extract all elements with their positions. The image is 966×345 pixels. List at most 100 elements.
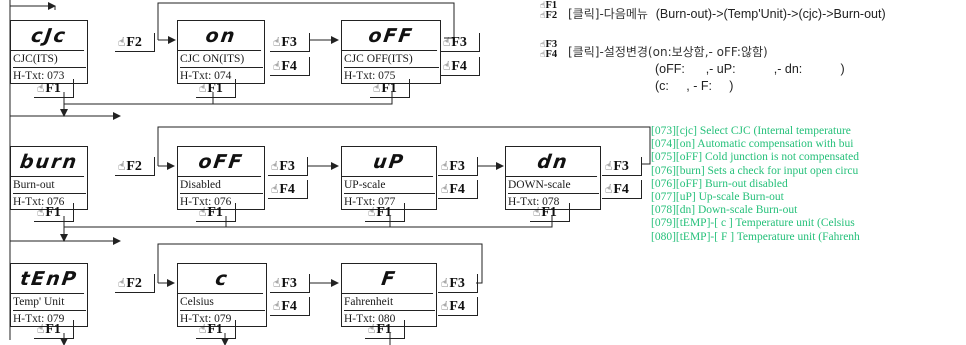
hand-pointer-icon: ☝ xyxy=(37,205,45,219)
segment-display: oFF xyxy=(176,148,266,177)
menu-box-disabled: oFF Disabled H-Txt: 076 xyxy=(176,146,266,210)
hand-pointer-icon: ☝ xyxy=(199,205,207,219)
box-name: UP-scale xyxy=(344,178,435,194)
hand-pointer-icon: ☝ xyxy=(118,159,126,173)
menu-box-down-scale: dn DOWN-scale H-Txt: 078 xyxy=(504,146,602,210)
hand-pointer-icon: ☝ xyxy=(605,159,613,173)
hand-pointer-icon: ☝ xyxy=(443,35,451,49)
f1-key[interactable]: ☝F1 xyxy=(196,320,236,339)
description-line: [076][oFF] Burn-out disabled xyxy=(651,177,788,190)
f1-key[interactable]: ☝F1 xyxy=(530,203,570,222)
hand-pointer-icon: ☝ xyxy=(199,322,207,336)
hand-pointer-icon: ☝ xyxy=(273,276,281,290)
hand-pointer-icon: ☝ xyxy=(533,205,541,219)
description-line: [075][oFF] Cold junction is not compensa… xyxy=(651,151,859,164)
segment-display: tEnP xyxy=(9,265,89,294)
menu-box-temp-unit: tEnP Temp' Unit H-Txt: 079 xyxy=(9,263,89,327)
f1-key[interactable]: ☝F1 xyxy=(370,79,410,98)
hand-pointer-icon: ☝ xyxy=(540,1,546,11)
f3-key[interactable]: ☝F3 xyxy=(268,157,308,176)
menu-box-fahrenheit: F Fahrenheit H-Txt: 080 xyxy=(340,263,438,327)
hand-pointer-icon: ☝ xyxy=(118,276,126,290)
legend-line-change-setting: [클릭]-설정변경(on:보상함,- oFF:않함) xyxy=(568,45,768,59)
f4-key[interactable]: ☝F4 xyxy=(602,180,642,199)
description-line: [078][dn] Down-scale Burn-out xyxy=(651,204,798,217)
description-line: [074][on] Automatic compensation with bu… xyxy=(651,138,854,151)
legend-line-burnout-values: (oFF: ,- uP: ,- dn: ) xyxy=(655,62,845,76)
box-name: CJC(ITS) xyxy=(13,52,86,68)
hand-pointer-icon: ☝ xyxy=(199,81,207,95)
hand-pointer-icon: ☝ xyxy=(273,35,281,49)
f1-key[interactable]: ☝F1 xyxy=(34,320,74,339)
description-line: [073][cjc] Select CJC (Internal temperat… xyxy=(651,125,851,137)
box-name: Celsius xyxy=(180,295,265,311)
f4-key[interactable]: ☝F4 xyxy=(270,57,310,76)
menu-box-up-scale: uP UP-scale H-Txt: 077 xyxy=(340,146,438,210)
f3-key[interactable]: ☝F3 xyxy=(438,274,478,293)
f3-key[interactable]: ☝F3 xyxy=(602,157,642,176)
segment-display: burn xyxy=(9,148,89,177)
f3-key[interactable]: ☝F3 xyxy=(270,33,310,52)
menu-box-burn-out: burn Burn-out H-Txt: 076 xyxy=(9,146,89,210)
box-help-text: H-Txt: 076 xyxy=(180,196,232,208)
box-name: Burn-out xyxy=(13,178,86,194)
box-help-text: H-Txt: 078 xyxy=(508,196,560,208)
description-line: [077][uP] Up-scale Burn-out xyxy=(651,191,784,204)
description-line: [080][tEMP]-[ F ] Temperature unit (Fahr… xyxy=(651,230,860,243)
f2-key[interactable]: ☝F2 xyxy=(115,33,155,52)
segment-display: F xyxy=(340,265,438,294)
hand-pointer-icon: ☝ xyxy=(443,59,451,73)
f1-key[interactable]: ☝F1 xyxy=(34,79,74,98)
hand-pointer-icon: ☝ xyxy=(373,81,381,95)
box-help-text: H-Txt: 076 xyxy=(13,196,65,208)
legend-line-unit-values: (c: , - F: ) xyxy=(655,79,734,93)
hand-pointer-icon: ☝ xyxy=(37,81,45,95)
hand-pointer-icon: ☝ xyxy=(37,322,45,336)
hand-pointer-icon: ☝ xyxy=(540,40,546,50)
menu-box-cjc: cJc CJC(ITS) H-Txt: 073 xyxy=(9,20,89,84)
f2-key[interactable]: ☝F2 xyxy=(115,157,155,176)
box-name: Disabled xyxy=(180,178,263,194)
f3-key[interactable]: ☝F3 xyxy=(438,157,478,176)
f1-key[interactable]: ☝F1 xyxy=(196,203,236,222)
hand-pointer-icon: ☝ xyxy=(118,35,126,49)
f3-key[interactable]: ☝F3 xyxy=(270,274,310,293)
hand-pointer-icon: ☝ xyxy=(273,299,281,313)
segment-display: on xyxy=(176,22,266,51)
segment-display: cJc xyxy=(9,22,89,51)
f1-key[interactable]: ☝F1 xyxy=(34,203,74,222)
f1-key[interactable]: ☝F1 xyxy=(365,203,405,222)
menu-box-cjc-off: oFF CJC OFF(ITS) H-Txt: 075 xyxy=(340,20,442,84)
box-help-text: H-Txt: 080 xyxy=(344,313,396,325)
box-help-text: H-Txt: 079 xyxy=(13,313,65,325)
f4-key[interactable]: ☝F4 xyxy=(438,180,478,199)
f2-key[interactable]: ☝F2 xyxy=(115,274,155,293)
segment-display: dn xyxy=(504,148,602,177)
segment-display: uP xyxy=(340,148,438,177)
description-line: [076][burn] Sets a check for input open … xyxy=(651,164,859,177)
f4-key[interactable]: ☝F4 xyxy=(438,297,478,316)
box-name: CJC OFF(ITS) xyxy=(344,52,439,68)
f1-key[interactable]: ☝F1 xyxy=(196,79,236,98)
hand-pointer-icon: ☝ xyxy=(605,182,613,196)
hand-pointer-icon: ☝ xyxy=(273,59,281,73)
hand-pointer-icon: ☝ xyxy=(540,11,546,21)
description-line: [079][tEMP]-[ c ] Temperature unit (Cels… xyxy=(651,217,855,230)
segment-display: oFF xyxy=(340,22,442,51)
hand-pointer-icon: ☝ xyxy=(441,159,449,173)
f1-key[interactable]: ☝F1 xyxy=(365,320,405,339)
f4-key[interactable]: ☝F4 xyxy=(270,297,310,316)
legend-key-f1-f2: ☝F1 ☝F2 xyxy=(540,0,558,21)
hand-pointer-icon: ☝ xyxy=(271,159,279,173)
menu-box-cjc-on: on CJC ON(ITS) H-Txt: 074 xyxy=(176,20,266,84)
f3-key[interactable]: ☝F3 xyxy=(440,33,480,52)
box-help-text: H-Txt: 075 xyxy=(344,70,396,82)
hand-pointer-icon: ☝ xyxy=(368,205,376,219)
box-name: Fahrenheit xyxy=(344,295,435,311)
hand-pointer-icon: ☝ xyxy=(271,182,279,196)
f4-key[interactable]: ☝F4 xyxy=(440,57,480,76)
menu-box-celsius: c Celsius H-Txt: 079 xyxy=(176,263,268,327)
f4-key[interactable]: ☝F4 xyxy=(268,180,308,199)
box-help-text: H-Txt: 074 xyxy=(180,70,232,82)
